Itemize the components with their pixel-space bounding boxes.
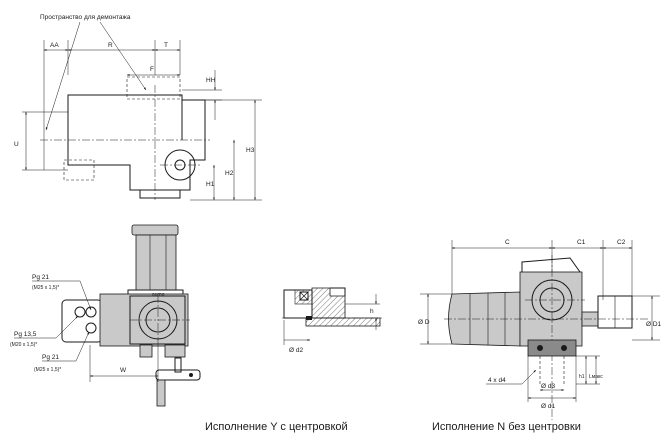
- dim-h2: H2: [225, 170, 234, 177]
- dim-t: T: [164, 42, 168, 49]
- port-mid-metric: (M20 x 1,5)*: [10, 342, 37, 348]
- port-top-metric: (M25 x 1,5)*: [32, 285, 59, 291]
- top-view: Пространство для демонтажа AA R T F: [14, 14, 262, 201]
- callout-arrow-right: [99, 21, 147, 91]
- auma-logo: auma: [152, 292, 165, 298]
- dim-hh: HH: [206, 77, 216, 84]
- port-bot-metric: (M25 x 1,5)*: [34, 367, 61, 373]
- variant-y-section: h Ø d2: [282, 287, 382, 354]
- dim-h3: H3: [246, 147, 255, 154]
- port-mid-thread: Pg 13,5: [14, 331, 37, 338]
- dim-w: W: [120, 367, 127, 374]
- dim-c2: C2: [617, 239, 626, 246]
- dim-d3: Ø d3: [541, 383, 555, 390]
- dim-h: h: [370, 308, 374, 315]
- dim-h1: H1: [206, 181, 215, 188]
- dim-u: U: [14, 141, 19, 148]
- caption-variant-y: Исполнение Y с центровкой: [205, 421, 348, 433]
- dim-aa: AA: [50, 42, 59, 49]
- dim-bolts: 4 x d4: [488, 377, 506, 384]
- caption-variant-n: Исполнение N без центровки: [432, 421, 581, 433]
- dim-d1-right: Ø D1: [646, 321, 662, 328]
- dim-r: R: [108, 42, 113, 49]
- dim-f: F: [150, 66, 154, 73]
- actuator-body-top: [67, 94, 206, 191]
- dim-c1: C1: [577, 239, 586, 246]
- dim-c: C: [505, 239, 510, 246]
- dim-lmax: Lмакс: [589, 374, 603, 380]
- dim-d: Ø D: [418, 319, 430, 326]
- dim-d2: Ø d2: [289, 347, 303, 354]
- dim-h1-n: h1: [579, 374, 585, 380]
- dismantling-space-label: Пространство для демонтажа: [40, 14, 131, 21]
- variant-n-view: C C1 C2 Ø D Ø D1: [418, 239, 662, 420]
- port-top-thread: Pg 21: [32, 274, 49, 281]
- dim-d1: Ø d1: [541, 403, 555, 410]
- port-bot-thread: Pg 21: [42, 354, 59, 361]
- callout-arrow-left: [45, 21, 81, 131]
- front-view: auma Pg 21 (M25 x 1,5)* Pg 13,5 (M20 x 1…: [10, 224, 201, 407]
